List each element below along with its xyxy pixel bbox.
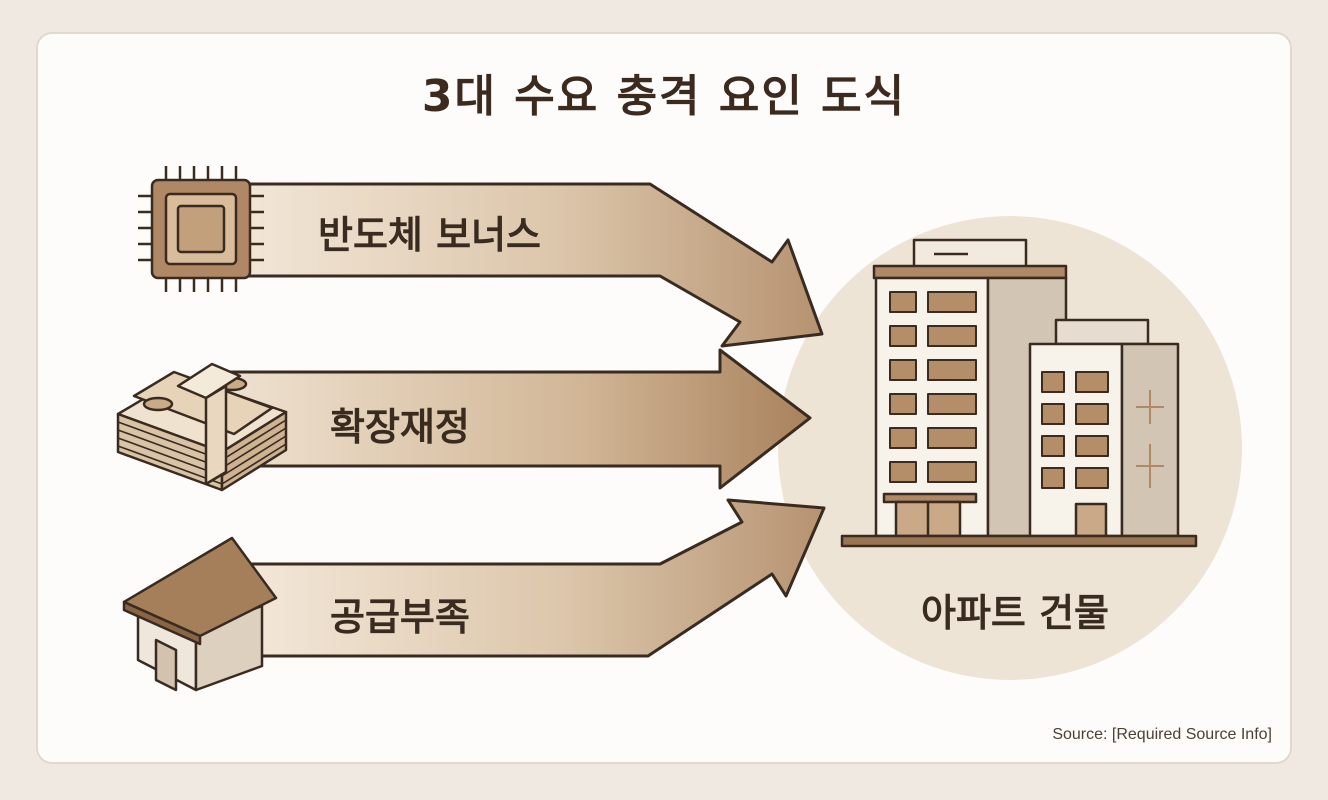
arrow-semiconductor	[233, 182, 824, 348]
apartment-building-icon	[840, 238, 1198, 548]
chip-icon	[138, 166, 264, 292]
target-label: 아파트 건물	[920, 591, 1110, 635]
house-icon	[122, 536, 278, 692]
window-grid	[889, 291, 977, 483]
diagram-title: 3대 수요 충격 요인 도식	[421, 71, 907, 122]
factor-label-supply: 공급부족	[330, 595, 470, 639]
arrow-fiscal	[220, 348, 812, 490]
source-note: Source: [Required Source Info]	[1052, 726, 1272, 743]
arrow-supply	[248, 498, 826, 658]
money-stack-icon	[116, 362, 288, 492]
factor-label-semiconductor: 반도체 보너스	[318, 213, 541, 257]
factor-label-fiscal: 확장재정	[330, 405, 470, 449]
